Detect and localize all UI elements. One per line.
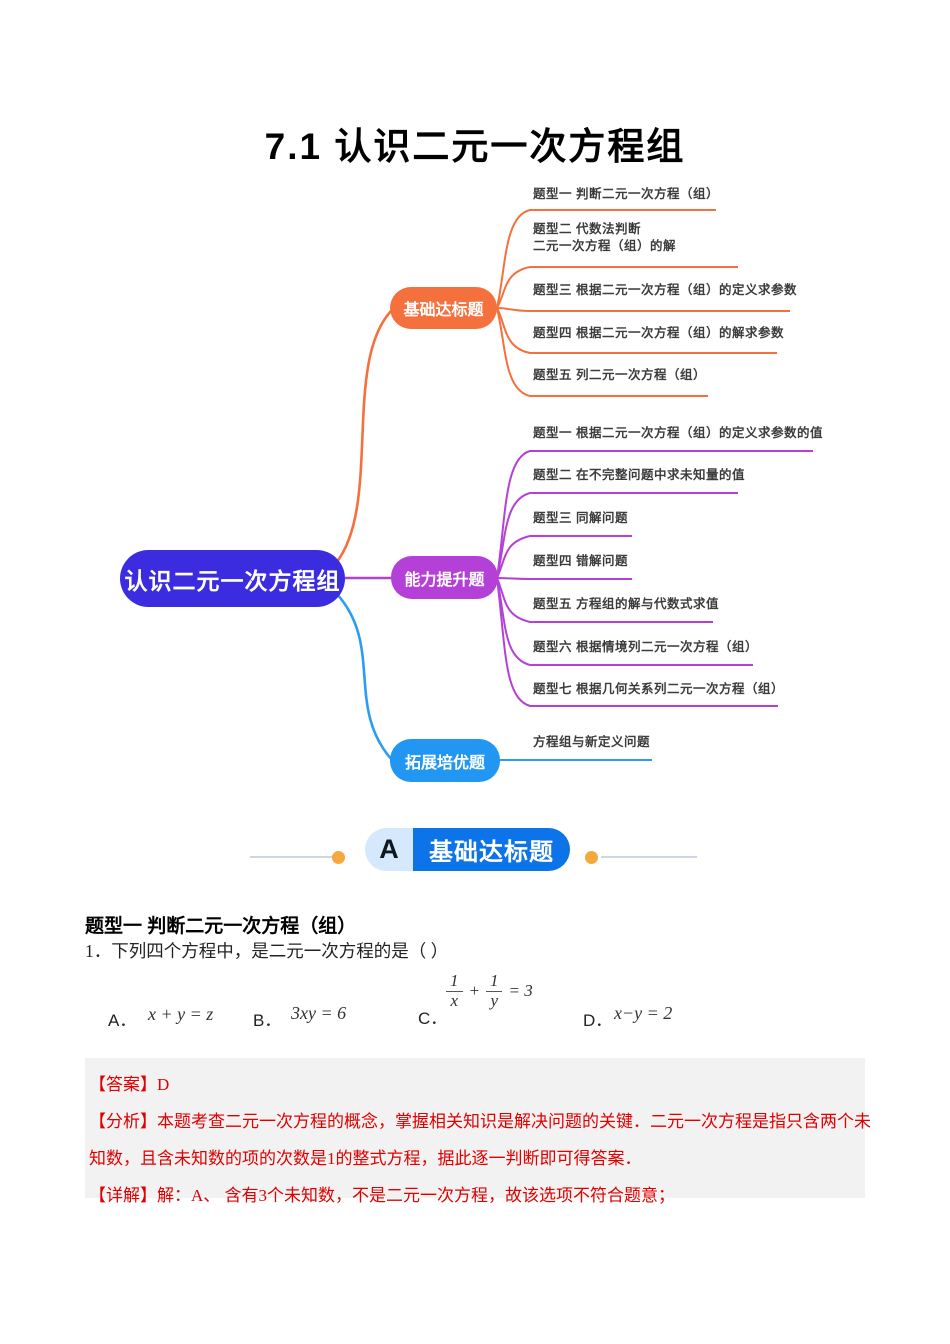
mindmap-leaf: 题型一 根据二元一次方程（组）的定义求参数的值 [533, 426, 823, 440]
mindmap-leaf: 题型二 代数法判断 二元一次方程（组）的解 [533, 222, 677, 253]
banner-right-line [601, 856, 697, 858]
question-type-heading: 题型一 判断二元一次方程（组） [85, 916, 357, 937]
mindmap-branch-advance: 能力提升题 [391, 556, 498, 599]
banner-left-dot-icon [332, 851, 345, 864]
answer-line: 【答案】D [89, 1075, 170, 1094]
mindmap-connectors [334, 209, 813, 761]
mindmap-root-node: 认识二元一次方程组 [120, 550, 345, 607]
option-c-label: C． [418, 1009, 448, 1028]
section-letter-badge: A [365, 828, 413, 871]
equals-rhs: = 3 [508, 981, 533, 1001]
option-b-label: B． [253, 1011, 282, 1030]
detail-line: 【详解】解：A、 含有3个未知数，不是二元一次方程，故该选项不符合题意； [89, 1186, 676, 1205]
mindmap-leaf: 题型四 根据二元一次方程（组）的解求参数 [533, 326, 784, 340]
question-text: 1．下列四个方程中，是二元一次方程的是（ ） [85, 941, 449, 961]
mindmap-leaf: 题型五 方程组的解与代数式求值 [533, 597, 719, 611]
analysis-line: 【分析】本题考查二元一次方程的概念，掌握相关知识是解决问题的关键．二元一次方程是… [89, 1112, 871, 1131]
option-b-formula: 3xy = 6 [291, 1003, 347, 1023]
plus-operator: + [468, 981, 480, 1001]
analysis-line-continued: 知数，且含未知数的项的次数是1的整式方程，据此逐一判断即可得答案． [89, 1149, 642, 1168]
option-d-formula: x−y = 2 [614, 1003, 673, 1023]
option-c-formula: 1 x + 1 y = 3 [446, 971, 533, 1010]
mindmap-branch-extend: 拓展培优题 [390, 739, 500, 782]
mindmap-branch-basic: 基础达标题 [390, 287, 497, 329]
mindmap-leaf: 题型一 判断二元一次方程（组） [533, 187, 719, 201]
fraction-1-over-y: 1 y [485, 971, 503, 1010]
mindmap-leaf: 题型三 根据二元一次方程（组）的定义求参数 [533, 283, 797, 297]
mindmap-leaf: 题型六 根据情境列二元一次方程（组） [533, 640, 758, 654]
mindmap-leaf: 方程组与新定义问题 [533, 735, 651, 749]
mindmap-leaf: 题型七 根据几何关系列二元一次方程（组） [533, 682, 784, 696]
banner-left-line [250, 856, 334, 858]
fraction-1-over-x: 1 x [446, 971, 463, 1010]
mindmap-leaf: 题型四 错解问题 [533, 554, 628, 568]
section-banner: A 基础达标题 [365, 828, 570, 871]
mindmap-leaf: 题型五 列二元一次方程（组） [533, 368, 706, 382]
section-banner-label: 基础达标题 [413, 828, 570, 871]
answer-explanation-block: 【答案】D 【分析】本题考查二元一次方程的概念，掌握相关知识是解决问题的关键．二… [85, 1058, 871, 1205]
option-a-formula: x + y = z [148, 1004, 214, 1024]
banner-right-dot-icon [585, 851, 598, 864]
option-a-label: A． [108, 1011, 137, 1030]
mindmap-leaf: 题型二 在不完整问题中求未知量的值 [533, 468, 745, 482]
option-d-label: D． [583, 1011, 613, 1030]
mindmap-leaf: 题型三 同解问题 [533, 511, 628, 525]
page-title: 7.1 认识二元一次方程组 [264, 126, 686, 167]
